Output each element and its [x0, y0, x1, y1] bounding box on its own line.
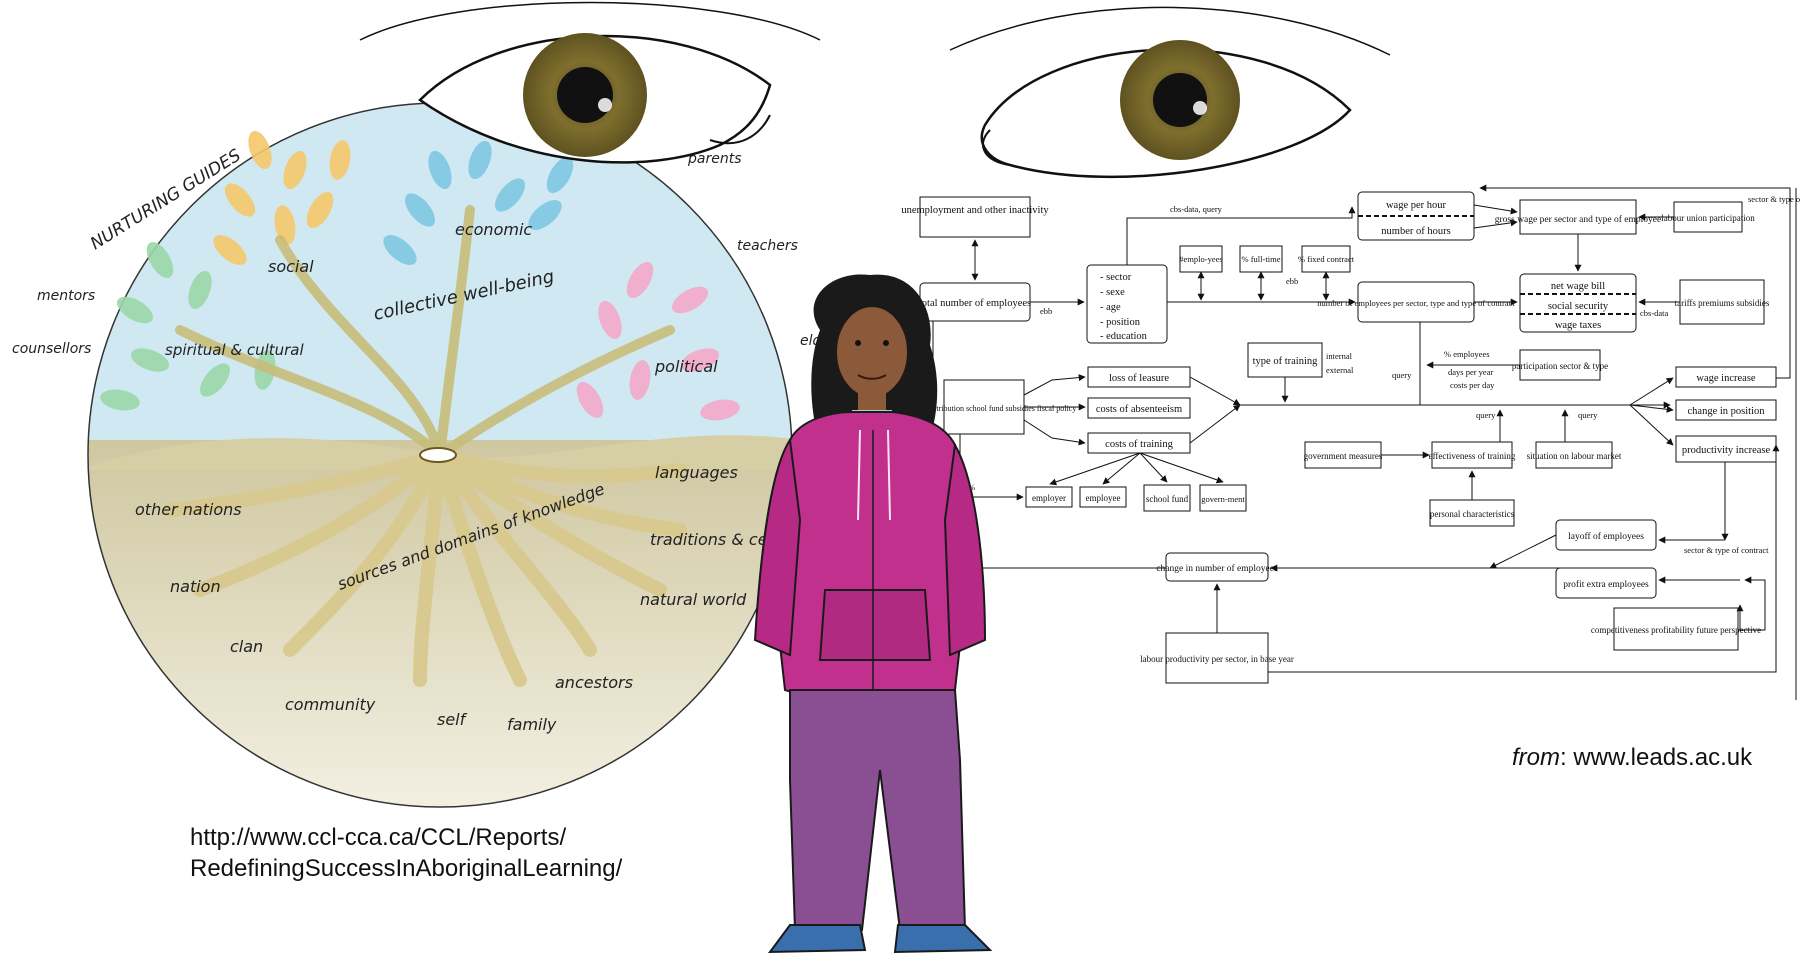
source-prefix: from — [1512, 744, 1560, 771]
profit-label: profit extra employees — [1563, 579, 1649, 590]
num-employees-label: #emplo-yees — [1179, 254, 1222, 264]
note-ebb-1: ebb — [1040, 306, 1052, 316]
labour-productivity-label: labour productivity per sector, in base … — [1140, 654, 1294, 664]
leaf-label-social: social — [268, 257, 314, 276]
attr-position: - position — [1100, 317, 1141, 328]
note-ebb-2: ebb — [1286, 276, 1298, 286]
learning-model-illustration: NURTURING GUIDES mentors counsellors par… — [12, 100, 843, 820]
root-family: family — [507, 715, 557, 734]
source-credit-right[interactable]: from: www.leads.ac.uk — [1512, 744, 1752, 772]
effectiveness-label: effectiveness of training — [1429, 451, 1516, 461]
guide-mentors: mentors — [37, 288, 95, 304]
note-cbs-query: cbs-data, query — [1170, 204, 1223, 214]
pct-fixed-label: % fixed contract — [1298, 254, 1355, 264]
note-query-1: query — [1392, 370, 1412, 380]
root-other-nations: other nations — [135, 500, 242, 519]
root-community: community — [285, 695, 376, 714]
root-nation: nation — [170, 577, 221, 596]
leaf-label-economic: economic — [455, 220, 532, 239]
leaf-label-spiritual: spiritual & cultural — [165, 341, 304, 359]
tariffs-label: tariffs premiums subsidies — [1675, 298, 1770, 308]
note-costs-per-day: costs per day — [1450, 380, 1495, 390]
root-natural-world: natural world — [640, 590, 747, 609]
government-measures-label: government measures — [1304, 451, 1383, 461]
root-languages: languages — [655, 463, 738, 482]
type-training-label: type of training — [1253, 356, 1318, 367]
productivity-label: productivity increase — [1682, 445, 1771, 456]
attr-education: - education — [1100, 331, 1148, 342]
source-url-left[interactable]: http://www.ccl-cca.ca/CCL/Reports/ Redef… — [190, 822, 622, 884]
student-figure — [755, 274, 990, 952]
note-query-2: query — [1476, 410, 1496, 420]
competitiveness-label: competitiveness profitability future per… — [1591, 625, 1761, 635]
loss-leasure-label: loss of leasure — [1109, 373, 1169, 384]
school-fund-label: school fund — [1146, 494, 1189, 504]
participation-label: participation sector & type — [1512, 361, 1608, 371]
note-days-per-year: days per year — [1448, 367, 1493, 377]
note-sector-type: sector & type of contract — [1748, 194, 1800, 204]
costs-training-label: costs of training — [1105, 439, 1173, 450]
root-ancestors: ancestors — [555, 673, 633, 692]
employer-label: employer — [1032, 493, 1066, 503]
wage-increase-label: wage increase — [1696, 373, 1756, 384]
note-query-3: query — [1578, 410, 1598, 420]
change-number-label: change in number of employees — [1156, 563, 1278, 574]
unemployment-label: unemployment and other inactivity — [901, 205, 1049, 216]
labour-flowchart: unemployment and other inactivity total … — [892, 188, 1800, 700]
change-position-label: change in position — [1688, 406, 1766, 417]
wage-per-hour-label: wage per hour — [1386, 200, 1447, 211]
box-unemployment — [920, 197, 1030, 237]
note-pct-employees: % employees — [1444, 349, 1490, 359]
right-eye-icon — [950, 7, 1390, 176]
leaf-label-political: political — [654, 357, 718, 376]
costs-absenteeism-label: costs of absenteeism — [1096, 404, 1182, 415]
pct-fulltime-label: % full-time — [1242, 254, 1281, 264]
guide-teachers: teachers — [737, 238, 798, 254]
situation-label: situation on labour market — [1527, 451, 1622, 461]
note-internal: internal — [1326, 351, 1353, 361]
employee-label: employee — [1086, 493, 1121, 503]
note-cbs-data: cbs-data — [1640, 308, 1669, 318]
social-security-label: social security — [1548, 301, 1609, 312]
attr-sexe: - sexe — [1100, 287, 1125, 298]
attr-age: - age — [1100, 302, 1121, 313]
government-label: govern-ment — [1201, 494, 1245, 504]
attr-sector: - sector — [1100, 272, 1132, 283]
net-wage-bill-label: net wage bill — [1551, 281, 1605, 292]
layoff-label: layoff of employees — [1568, 531, 1644, 542]
labour-union-label: labour union participation — [1661, 213, 1755, 223]
personal-label: personal characteristics — [1430, 509, 1515, 519]
number-of-hours-label: number of hours — [1381, 226, 1450, 237]
note-sector-type-2: sector & type of contract — [1684, 545, 1769, 555]
source-url-right: : www.leads.ac.uk — [1560, 744, 1752, 771]
total-employees-label: total number of employees — [919, 298, 1031, 309]
root-self: self — [437, 710, 468, 729]
note-external: external — [1326, 365, 1354, 375]
gross-wage-label: gross wage per sector and type of employ… — [1495, 214, 1661, 225]
guide-counsellors: counsellors — [12, 341, 91, 357]
employees-sector-label: number of employees per sector, type and… — [1317, 298, 1515, 308]
root-clan: clan — [230, 637, 263, 656]
wage-taxes-label: wage taxes — [1555, 320, 1601, 331]
center-seed-icon — [420, 448, 456, 462]
